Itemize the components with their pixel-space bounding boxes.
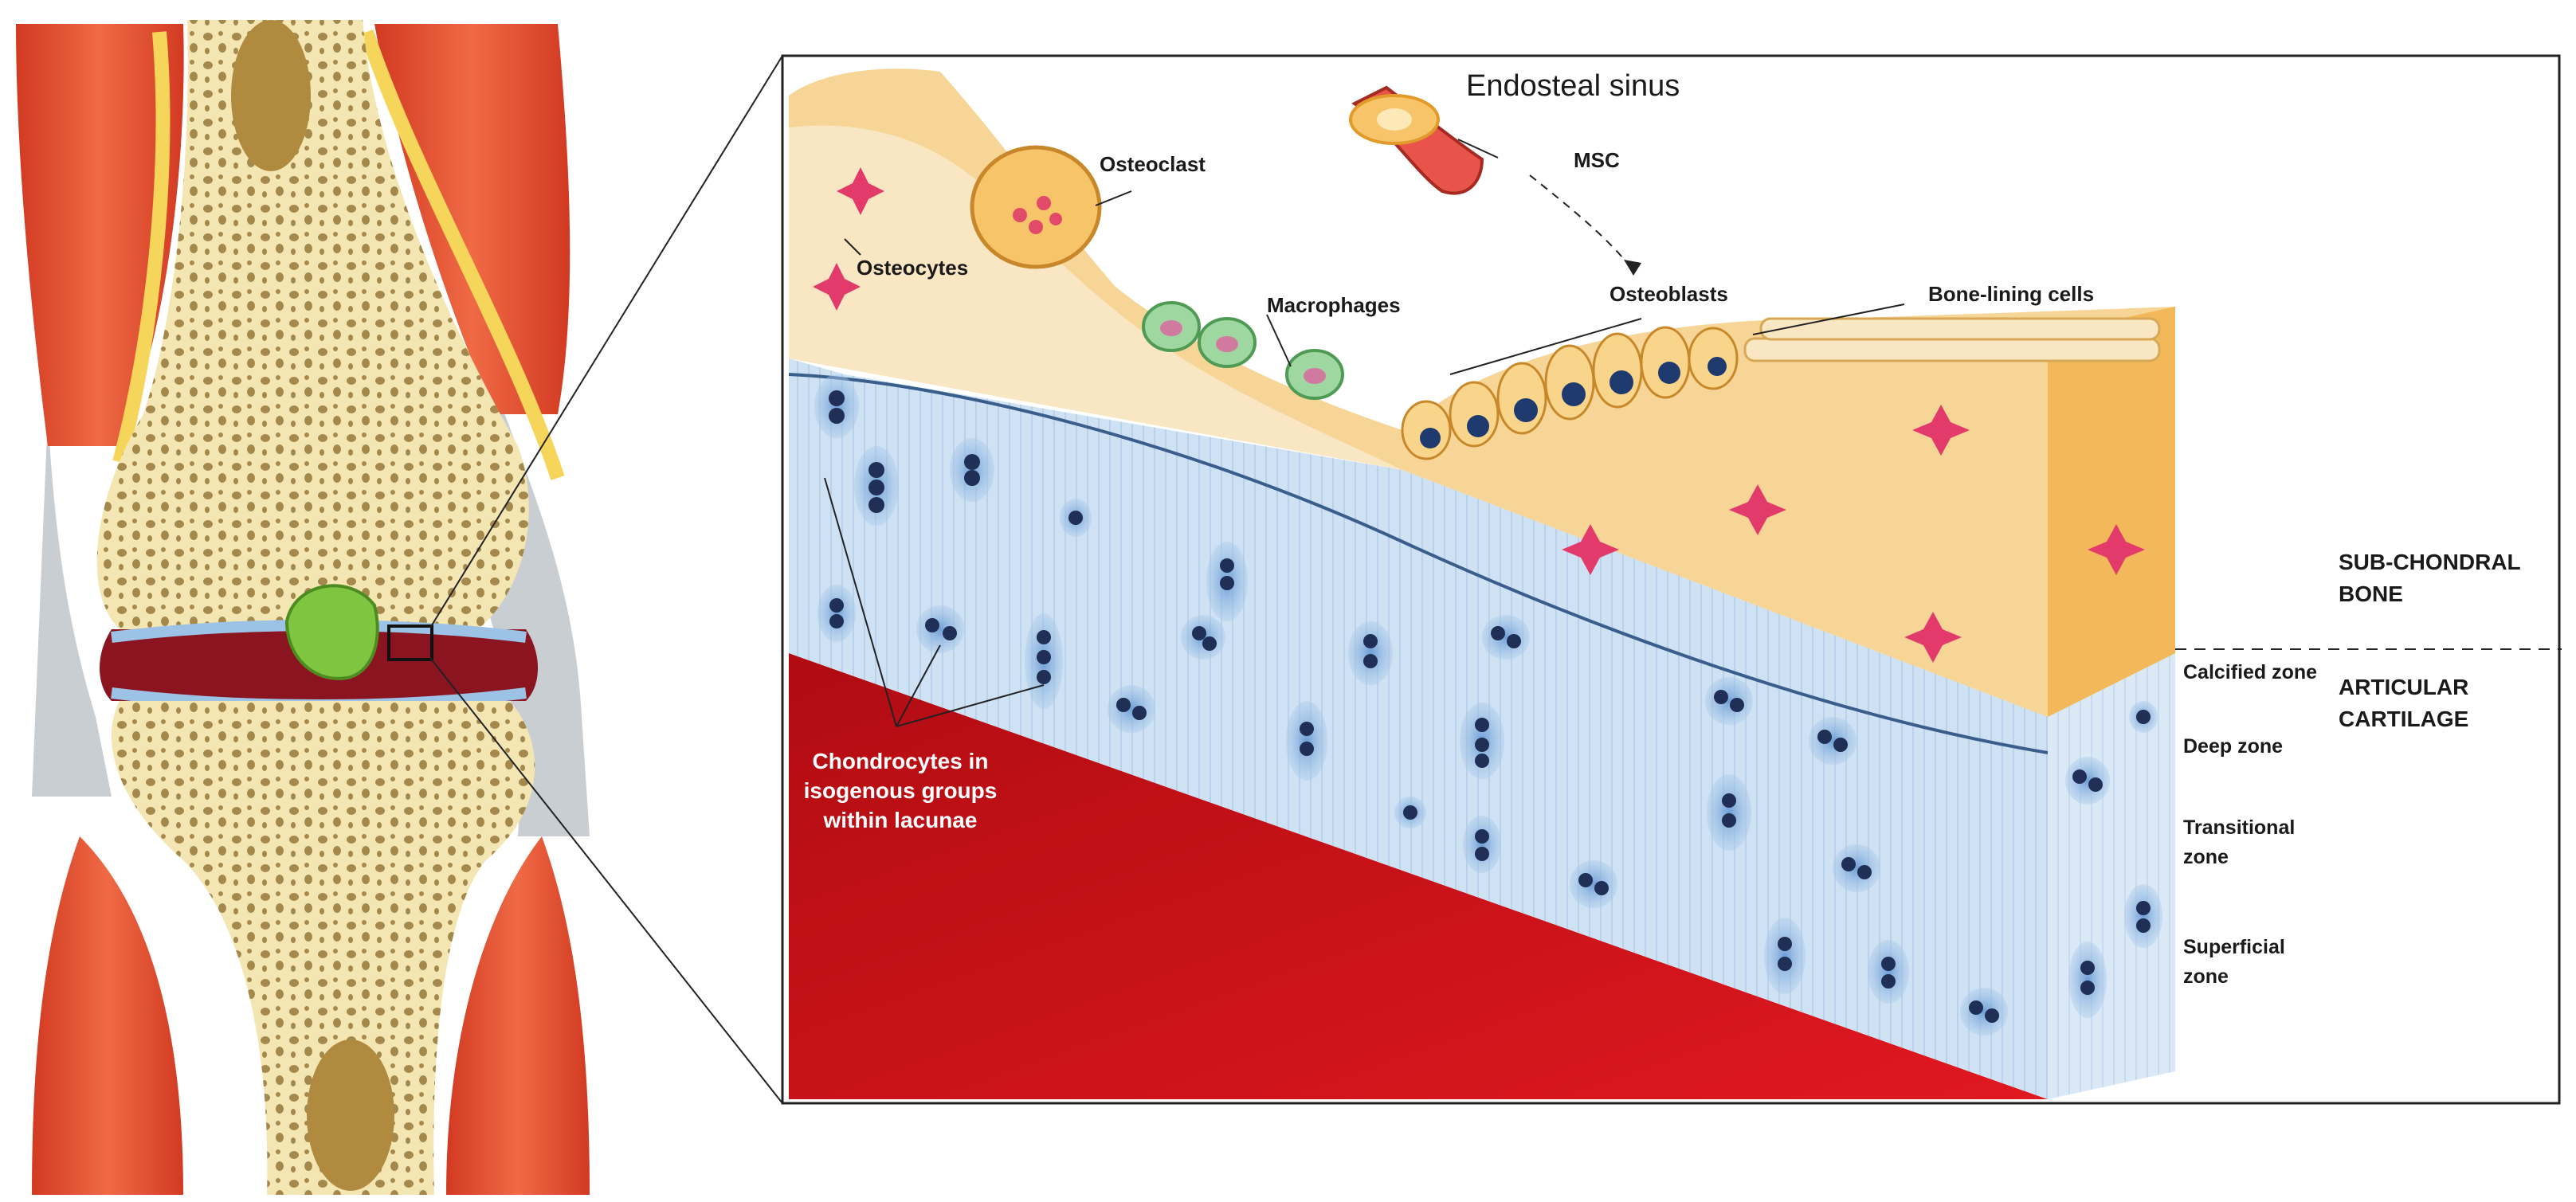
zoom-line-top [429, 55, 783, 628]
label-endosteal-sinus: Endosteal sinus [1466, 69, 1680, 103]
zoom-line-bottom [429, 657, 783, 1104]
chondrocyte-cells [814, 374, 2162, 1036]
label-deep-zone: Deep zone [2183, 735, 2283, 758]
label-calcified-zone: Calcified zone [2183, 661, 2317, 683]
knee-illustration [16, 20, 590, 1195]
label-articular-line1: ARTICULAR [2339, 675, 2468, 699]
label-transitional-line2: zone [2183, 846, 2229, 868]
label-bone-lining-cells: Bone-lining cells [1928, 282, 2094, 306]
label-chondrocytes-line2: isogenous groups [804, 778, 998, 803]
label-osteoblasts: Osteoblasts [1610, 282, 1728, 306]
osteocyte-cells-left [813, 167, 884, 311]
zoom-box [387, 624, 433, 661]
label-subchondral-line2: BONE [2339, 581, 2403, 606]
label-superficial-line2: zone [2183, 965, 2229, 988]
label-chondrocytes-line1: Chondrocytes in [813, 749, 989, 773]
macrophage-cells [1142, 301, 1344, 400]
label-superficial-line1: Superficial [2183, 936, 2285, 958]
label-transitional-line1: Transitional [2183, 816, 2295, 839]
fat-line-right [359, 29, 565, 480]
bone-lining-cells [1743, 317, 2161, 362]
label-osteoclast: Osteoclast [1100, 152, 1206, 176]
lower-left-muscle [32, 836, 183, 1195]
lower-right-muscle [446, 836, 590, 1195]
leader-lines [824, 139, 2562, 727]
label-osteocytes: Osteocytes [857, 256, 968, 280]
femur-marrow-cavity [231, 20, 311, 171]
tibia-spongy-bone [111, 701, 535, 1195]
label-msc: MSC [1574, 148, 1620, 172]
osteocyte-cells-bone [1562, 405, 2145, 663]
femur-spongy-bone [96, 20, 529, 629]
tissue-block [788, 69, 2175, 1099]
osteoblast-cells [1401, 326, 1739, 460]
cartilage-fibers [789, 358, 2048, 1099]
osteoclast-cell [970, 145, 1102, 269]
endosteal-sinus [1349, 85, 1484, 195]
label-chondrocytes-line3: within lacunae [823, 808, 978, 832]
fat-line-left [112, 31, 171, 464]
label-macrophages: Macrophages [1267, 293, 1401, 317]
upper-right-muscle [374, 24, 570, 414]
capsule-left [32, 414, 112, 797]
tibia-marrow-cavity [307, 1040, 394, 1191]
bone-side-face [2048, 307, 2175, 717]
dashed-arrowhead [1624, 260, 1641, 276]
label-subchondral-line1: SUB-CHONDRAL [2339, 550, 2521, 574]
bone-surface-left [789, 125, 1402, 470]
tidemark-line [788, 373, 2049, 754]
meniscus [284, 584, 379, 680]
label-articular-line2: CARTILAGE [2339, 707, 2468, 731]
